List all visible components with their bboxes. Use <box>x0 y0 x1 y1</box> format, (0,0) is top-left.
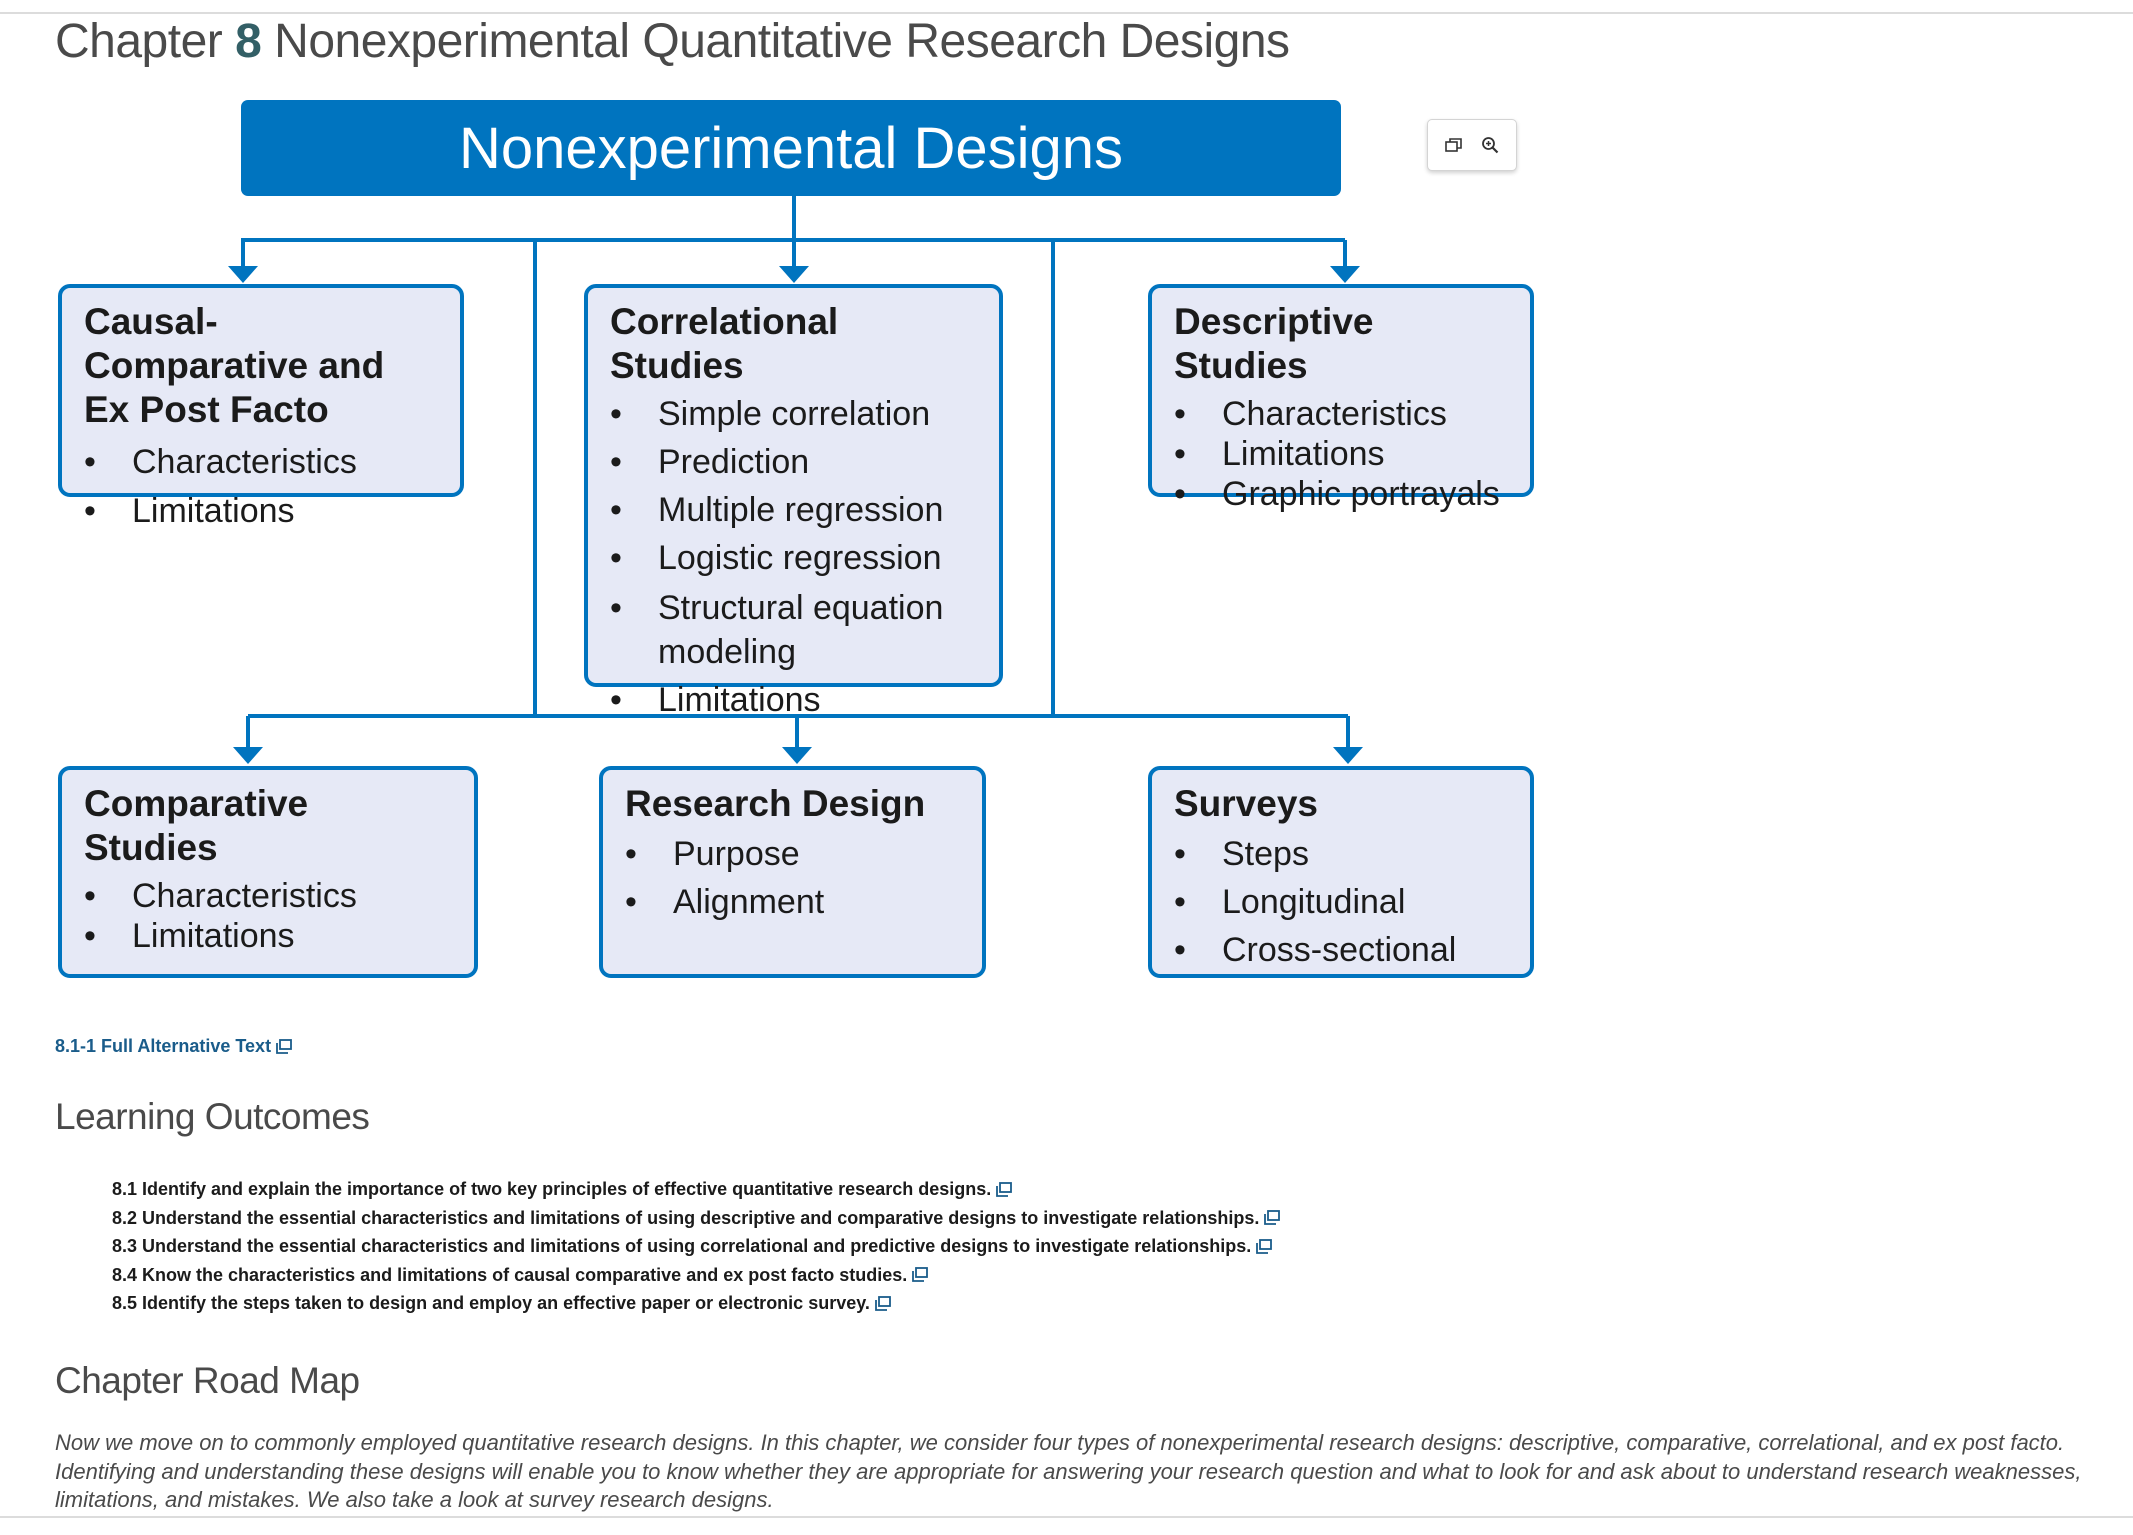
node-title: Correlational Studies <box>610 301 839 386</box>
node-items: Characteristics Limitations Graphic port… <box>1174 394 1508 514</box>
node-item: Characteristics <box>84 876 452 916</box>
popout-icon[interactable] <box>1445 137 1463 153</box>
node-title: Surveys <box>1174 783 1318 824</box>
node-item: Alignment <box>625 882 960 922</box>
node-items: Characteristics Limitations <box>84 876 452 956</box>
node-item: Logistic regression <box>610 538 977 578</box>
chapter-label: Chapter <box>55 15 223 68</box>
node-causal-comparative: Causal-Comparative and Ex Post Facto Cha… <box>58 284 464 536</box>
learning-outcome-item[interactable]: 8.4 Know the characteristics and limitat… <box>112 1261 1280 1290</box>
node-title: Research Design <box>625 783 926 824</box>
external-link-icon <box>875 1295 891 1311</box>
external-link-icon <box>276 1039 292 1054</box>
chapter-road-map-heading: Chapter Road Map <box>55 1360 360 1401</box>
root-box: Nonexperimental Designs <box>241 100 1341 196</box>
node-item: Limitations <box>1174 434 1508 474</box>
node-item: Purpose <box>625 834 960 874</box>
node-item: Longitudinal <box>1174 882 1508 922</box>
bottom-divider <box>0 1516 2133 1518</box>
figure-toolbar <box>1427 119 1517 171</box>
zoom-in-icon[interactable] <box>1481 136 1499 154</box>
node-descriptive-studies: Descriptive Studies Characteristics Limi… <box>1148 284 1534 514</box>
node-items: Characteristics Limitations <box>84 438 438 536</box>
outcome-text: 8.4 Know the characteristics and limitat… <box>112 1264 908 1285</box>
external-link-icon <box>1256 1238 1273 1254</box>
learning-outcome-item[interactable]: 8.2 Understand the essential characteris… <box>112 1204 1281 1233</box>
alt-text-link-label: 8.1-1 Full Alternative Text <box>55 1036 272 1056</box>
node-research-design: Research Design Purpose Alignment <box>599 766 986 978</box>
outcome-text: 8.3 Understand the essential characteris… <box>112 1236 1252 1256</box>
outcome-text: 8.5 Identify the steps taken to design a… <box>112 1293 870 1313</box>
node-item: Steps <box>1174 834 1508 874</box>
chapter-road-map-text: Now we move on to commonly employed quan… <box>55 1430 2082 1512</box>
nonexperimental-designs-figure: Nonexperimental Designs Causal-Comparati… <box>0 0 1560 1000</box>
node-items: Purpose Alignment <box>625 834 960 922</box>
node-item: Characteristics <box>1174 394 1508 434</box>
node-items: Steps Longitudinal Cross-sectional <box>1174 834 1508 970</box>
node-item: Limitations <box>84 916 452 956</box>
learning-outcome-item[interactable]: 8.1 Identify and explain the importance … <box>112 1175 1280 1204</box>
connector-lines <box>228 196 1363 764</box>
root-label: Nonexperimental Designs <box>458 115 1124 181</box>
node-title: Causal-Comparative and Ex Post Facto <box>84 301 385 430</box>
node-item: Cross-sectional <box>1174 930 1508 970</box>
external-link-icon <box>912 1267 929 1283</box>
outcome-text: 8.1 Identify and explain the importance … <box>112 1179 992 1199</box>
node-title: Descriptive Studies <box>1174 301 1374 386</box>
node-item: Simple correlation <box>610 394 977 434</box>
node-item: Characteristics <box>84 438 438 487</box>
chapter-title: Chapter 8 Nonexperimental Quantitative R… <box>55 14 1290 69</box>
learning-outcomes-list: 8.1 Identify and explain the importance … <box>112 1175 1281 1318</box>
external-link-icon <box>996 1181 1013 1197</box>
node-items: Simple correlation Prediction Multiple r… <box>610 394 977 720</box>
chapter-title-text: Nonexperimental Quantitative Research De… <box>274 15 1290 68</box>
top-divider <box>0 12 2133 14</box>
node-surveys: Surveys Steps Longitudinal Cross-section… <box>1148 766 1534 978</box>
node-comparative-studies: Comparative Studies Characteristics Limi… <box>58 766 478 978</box>
node-item: Prediction <box>610 442 977 482</box>
learning-outcomes-heading: Learning Outcomes <box>55 1096 370 1137</box>
learning-outcome-item[interactable]: 8.5 Identify the steps taken to design a… <box>112 1289 1280 1318</box>
full-alternative-text-link[interactable]: 8.1-1 Full Alternative Text <box>55 1036 292 1057</box>
node-title: Comparative Studies <box>84 783 309 868</box>
node-item: Limitations <box>610 680 977 720</box>
node-item: Multiple regression <box>610 490 977 530</box>
node-item: Structural equation modeling <box>610 586 977 674</box>
external-link-icon <box>1264 1210 1281 1226</box>
outcome-text: 8.2 Understand the essential characteris… <box>112 1207 1260 1228</box>
chapter-number: 8 <box>235 15 262 68</box>
node-item: Limitations <box>84 487 438 536</box>
learning-outcome-item[interactable]: 8.3 Understand the essential characteris… <box>112 1232 1280 1261</box>
node-correlational-studies: Correlational Studies Simple correlation… <box>584 284 1003 720</box>
node-item: Graphic portrayals <box>1174 474 1508 514</box>
